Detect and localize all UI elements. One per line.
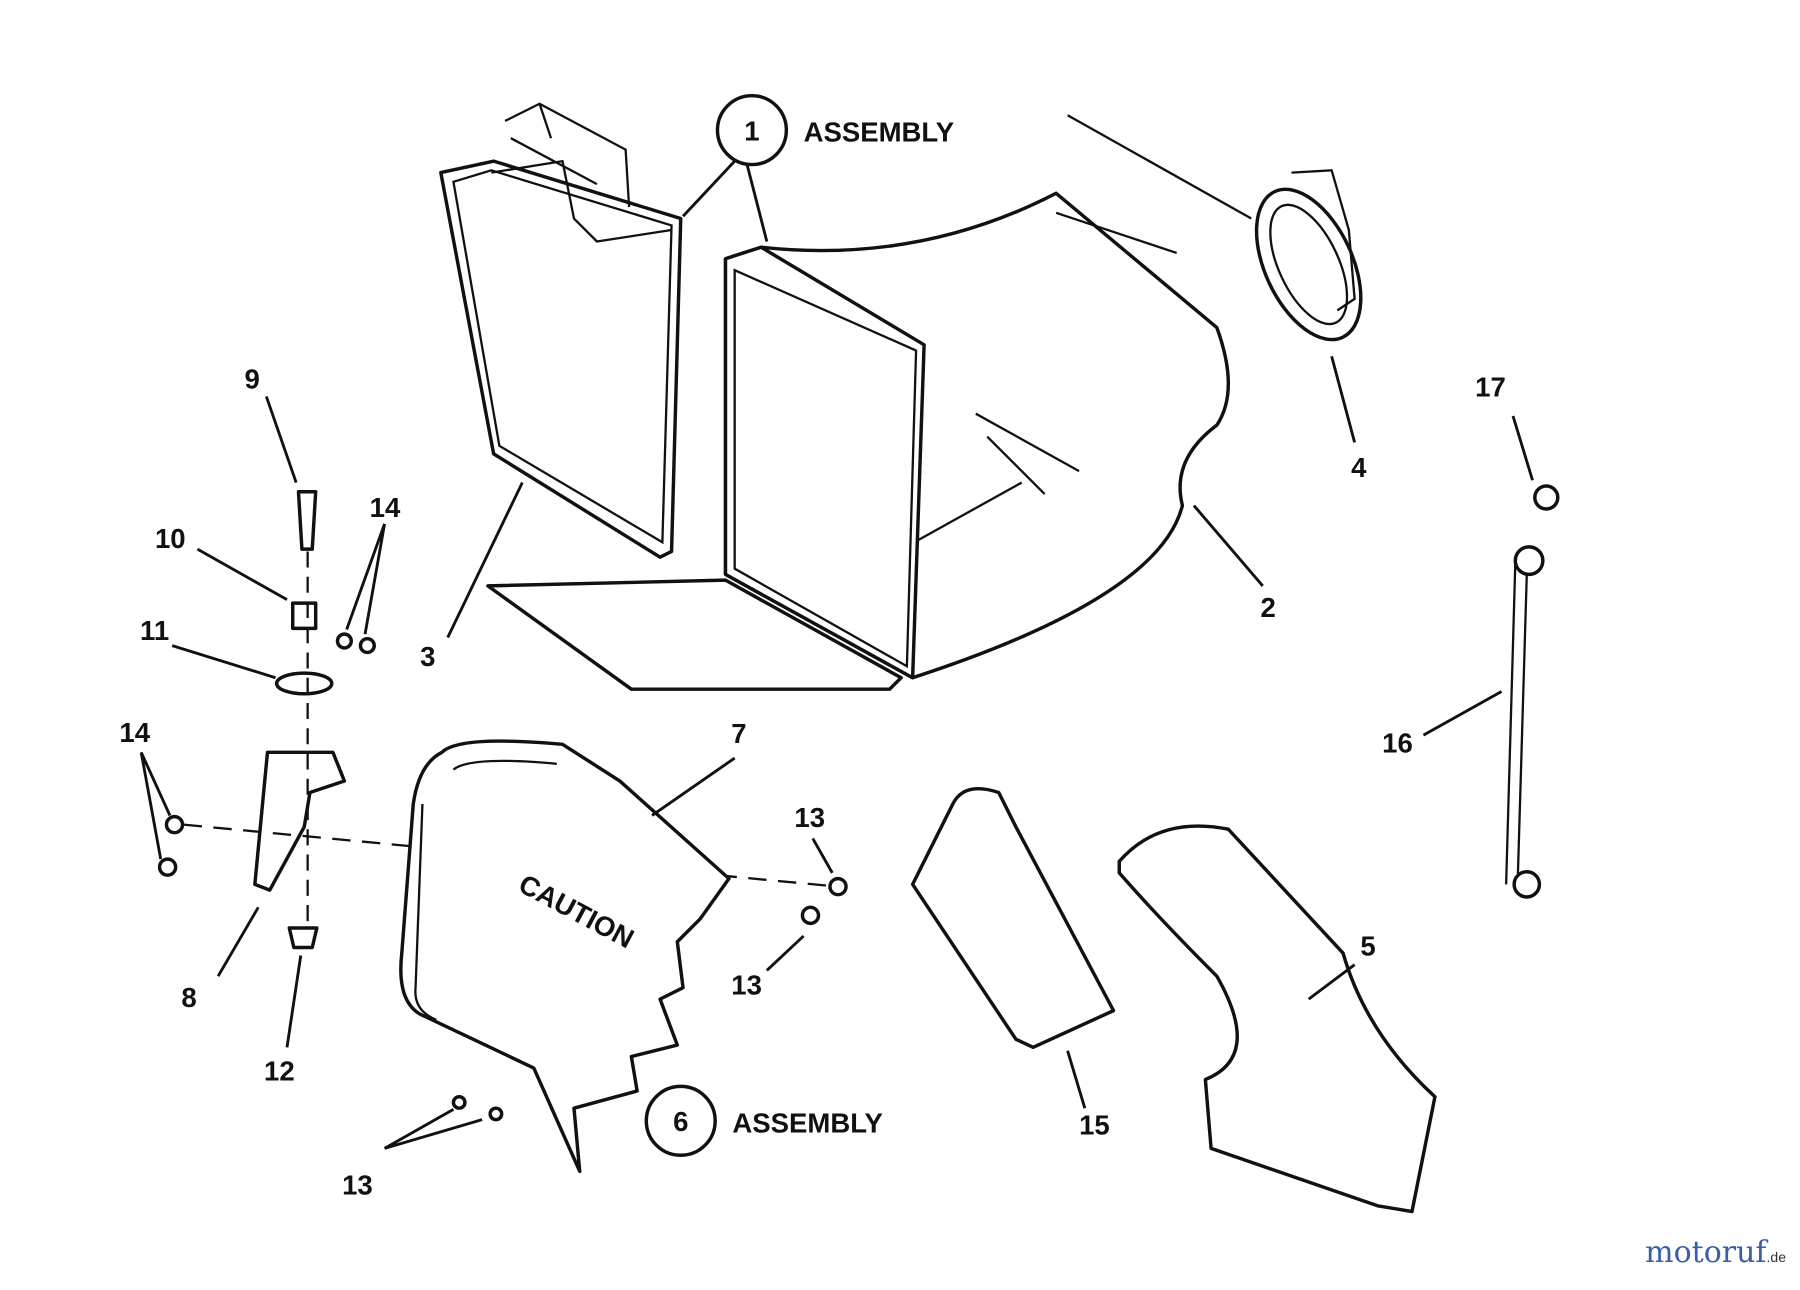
label-16: 16	[1382, 727, 1413, 758]
label-4: 4	[1351, 452, 1367, 483]
callout-6: 6 ASSEMBLY	[644, 1084, 883, 1157]
label-7: 7	[731, 718, 746, 749]
label-13: 13	[731, 970, 762, 1001]
part-chute: CAUTION	[399, 739, 731, 1174]
part-bag	[486, 191, 1230, 691]
label-13: 13	[342, 1169, 373, 1200]
label-12: 12	[264, 1056, 295, 1087]
label-14: 14	[370, 492, 401, 523]
label-9: 9	[245, 363, 260, 394]
label-5: 5	[1360, 931, 1375, 962]
part-hardware	[157, 490, 848, 1122]
part-frame	[439, 102, 683, 559]
part-rod	[1504, 484, 1560, 899]
svg-text:ASSEMBLY: ASSEMBLY	[804, 117, 955, 148]
label-8: 8	[181, 982, 196, 1013]
label-2: 2	[1260, 592, 1275, 623]
leader-lines	[139, 160, 1534, 1150]
svg-text:1: 1	[744, 115, 759, 146]
label-17: 17	[1475, 371, 1506, 402]
label-13: 13	[794, 802, 825, 833]
svg-text:ASSEMBLY: ASSEMBLY	[732, 1107, 883, 1138]
callout-1: 1 ASSEMBLY	[715, 93, 955, 167]
part-handle	[1067, 114, 1363, 342]
label-11: 11	[140, 615, 169, 646]
label-3: 3	[420, 641, 435, 672]
label-14: 14	[119, 717, 150, 748]
svg-text:6: 6	[673, 1106, 688, 1137]
part-deflector	[910, 787, 1116, 1050]
part-discharge-tube	[1117, 824, 1437, 1214]
watermark-logo: motoruf.de	[1645, 1235, 1786, 1270]
label-10: 10	[155, 523, 186, 554]
part-number-labels: 2 3 4 5 7 8 9 10 11 12 13 13 13 14 14 15…	[119, 363, 1505, 1200]
label-15: 15	[1079, 1110, 1110, 1141]
